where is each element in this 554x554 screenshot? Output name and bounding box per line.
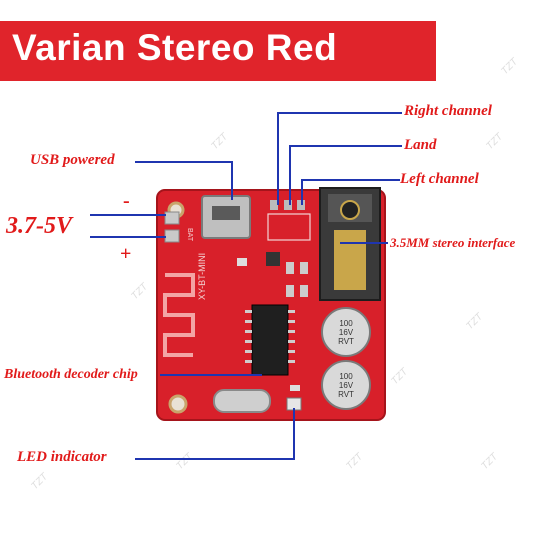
pointer-usb-powered: [135, 161, 233, 200]
title-banner: Varian Stereo Red: [0, 21, 436, 81]
capacitor-value: 100: [339, 319, 353, 328]
title-text: Varian Stereo Red: [12, 27, 338, 68]
pointer-left-channel: [301, 179, 400, 205]
chip-pin: [288, 330, 295, 333]
watermark-text: TZT: [129, 281, 150, 302]
label-left-channel: Left channel: [400, 171, 479, 187]
pad-right-channel: [270, 200, 278, 210]
capacitor-brand: RVT: [338, 390, 354, 399]
capacitor-value: 100: [339, 372, 353, 381]
pointer-land: [289, 145, 402, 205]
watermark-text: TZT: [389, 366, 410, 387]
capacitor: [321, 360, 371, 410]
label-land: Land: [404, 137, 437, 153]
usb-port-opening: [212, 206, 240, 220]
label-plus: +: [120, 243, 132, 265]
smd-component: [266, 252, 280, 266]
smd-component: [300, 285, 308, 297]
audio-jack-socket: [340, 200, 360, 220]
watermark-text: TZT: [484, 131, 505, 152]
chip-pin: [288, 340, 295, 343]
pointer-led-indicator: [135, 408, 295, 460]
watermark-text: TZT: [464, 311, 485, 332]
pad-land: [284, 200, 292, 210]
watermark-text: TZT: [499, 56, 520, 77]
label-minus: -: [123, 190, 130, 212]
smd-component: [290, 385, 300, 391]
watermark-text: TZT: [209, 131, 230, 152]
watermark-text: TZT: [344, 451, 365, 472]
label-stereo-interface: 3.5MM stereo interface: [390, 235, 516, 250]
bat-pad-negative: [164, 211, 180, 225]
chip-pin: [288, 350, 295, 353]
chip-pin: [245, 320, 252, 323]
bat-pad-positive: [164, 229, 180, 243]
label-led-indicator: LED indicator: [17, 449, 107, 465]
capacitor-voltage: 16V: [339, 328, 354, 337]
watermark-text: TZT: [479, 451, 500, 472]
smd-component: [286, 285, 294, 297]
capacitor: [321, 307, 371, 357]
audio-jack-contact: [334, 230, 366, 290]
chip-pin: [245, 350, 252, 353]
label-usb-powered: USB powered: [30, 152, 115, 168]
smd-component: [237, 258, 247, 266]
capacitor-voltage: 16V: [339, 381, 354, 390]
bluetooth-decoder-chip: [251, 304, 289, 376]
chip-pin: [245, 330, 252, 333]
chip-pin: [245, 340, 252, 343]
antenna-trace: [163, 273, 195, 357]
label-bluetooth-chip: Bluetooth decoder chip: [4, 367, 138, 382]
bat-silkscreen: BAT: [186, 228, 193, 242]
smd-component: [300, 262, 308, 274]
pointer-right-channel: [277, 112, 402, 205]
label-voltage: 3.7-5V: [6, 213, 72, 239]
watermark-text: TZT: [174, 451, 195, 472]
pad-outline: [267, 213, 311, 241]
watermark-text: TZT: [29, 471, 50, 492]
chip-pin: [288, 320, 295, 323]
chip-pin: [288, 310, 295, 313]
chip-pin: [288, 360, 295, 363]
crystal-oscillator: [213, 389, 271, 413]
chip-pin: [245, 360, 252, 363]
chip-pin: [245, 310, 252, 313]
board-silkscreen: XY-BT-MINI: [197, 253, 207, 300]
label-right-channel: Right channel: [404, 103, 492, 119]
smd-component: [286, 262, 294, 274]
mounting-hole: [168, 394, 188, 414]
capacitor-brand: RVT: [338, 337, 354, 346]
